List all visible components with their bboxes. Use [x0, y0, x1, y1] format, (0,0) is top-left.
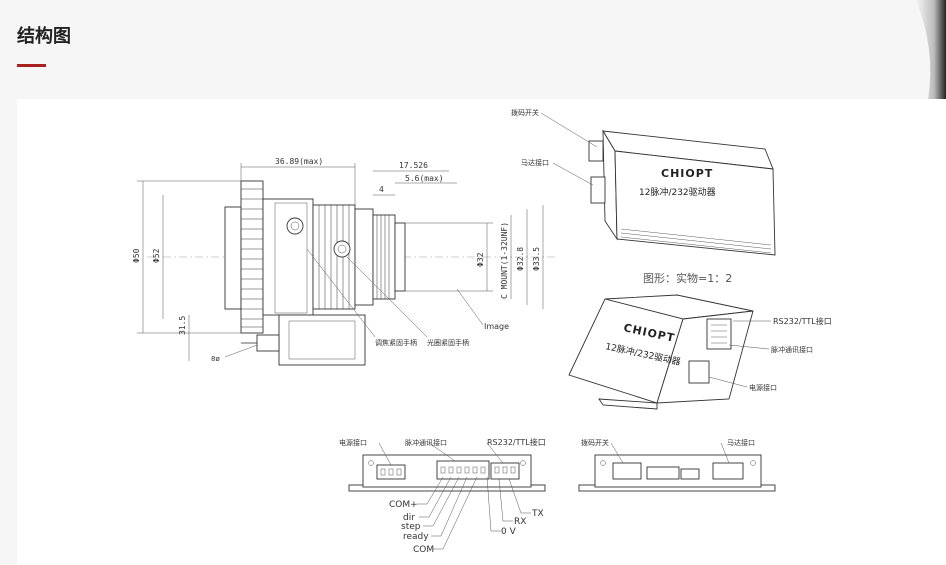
- dim-phi-32: Φ32: [476, 252, 485, 267]
- pin-dir: dir: [403, 513, 415, 523]
- scale-text: 图形：实物=1：2: [643, 271, 732, 285]
- driver-rear-view: 拨码开关 马达接口: [578, 438, 776, 492]
- dim-phi-52: Φ52: [152, 248, 161, 263]
- dim-36-89: 36.89(max): [275, 157, 323, 166]
- label-power-port-front: 电源接口: [339, 438, 367, 447]
- brand-top: CHIOPT: [661, 167, 713, 180]
- structure-diagram: 36.89(max) 17.526 5.6(max) 4 Φ50 Φ52 31.…: [132, 108, 832, 555]
- driver-bottom-view: CHIOPT 12脉冲/232驱动器 RS232/TTL接口 脉冲通讯接口 电源…: [568, 294, 832, 410]
- diagram-panel: 36.89(max) 17.526 5.6(max) 4 Φ50 Φ52 31.…: [17, 99, 946, 565]
- dim-4: 4: [379, 185, 384, 194]
- model-top: 12脉冲/232驱动器: [639, 186, 716, 198]
- dim-phi-50: Φ50: [132, 248, 141, 263]
- dim-phi-32-8: Φ32.8: [516, 247, 525, 271]
- pin-rx: RX: [514, 517, 526, 527]
- label-rs232-front: RS232/TTL接口: [487, 437, 546, 447]
- pin-tx: TX: [531, 509, 544, 519]
- dim-17-526: 17.526: [399, 161, 428, 170]
- label-motor-port-rear: 马达接口: [727, 438, 755, 447]
- lens-drawing: 36.89(max) 17.526 5.6(max) 4 Φ50 Φ52 31.…: [132, 157, 557, 366]
- label-bottom: 8ø: [211, 355, 220, 363]
- label-dip-switch-rear: 拨码开关: [581, 438, 609, 447]
- corner-decoration: [916, 0, 946, 100]
- label-pulse-port-iso: 脉冲通讯接口: [771, 345, 813, 354]
- pin-ready: ready: [403, 532, 429, 542]
- pin-0v: 0 V: [501, 527, 517, 537]
- driver-front-view: 电源接口 脉冲通讯接口 RS232/TTL接口 COM+ dir step re…: [339, 437, 546, 555]
- driver-top-view: CHIOPT 12脉冲/232驱动器 拨码开关 马达接口: [511, 108, 776, 256]
- label-image: Image: [484, 322, 509, 331]
- label-motor-port-top: 马达接口: [521, 158, 549, 167]
- title-underline: [17, 64, 46, 67]
- label-rs232-iso: RS232/TTL接口: [773, 316, 832, 326]
- page-title: 结构图: [17, 26, 71, 47]
- dim-31-5: 31.5: [178, 316, 187, 335]
- label-dip-switch-top: 拨码开关: [511, 108, 539, 117]
- label-focus-screw: 调焦紧固手柄: [375, 338, 417, 347]
- label-pulse-port-front: 脉冲通讯接口: [405, 438, 447, 447]
- pin-com: COM: [413, 545, 434, 555]
- dim-c-mount: C MOUNT(1-32UNF): [500, 222, 509, 299]
- dim-5-6: 5.6(max): [405, 174, 444, 183]
- pin-com-plus: COM+: [389, 500, 418, 510]
- dim-phi-33-5: Φ33.5: [532, 247, 541, 271]
- label-power-port-iso: 电源接口: [749, 383, 777, 392]
- label-iris-screw: 光圈紧固手柄: [427, 338, 469, 347]
- pin-step: step: [401, 522, 421, 532]
